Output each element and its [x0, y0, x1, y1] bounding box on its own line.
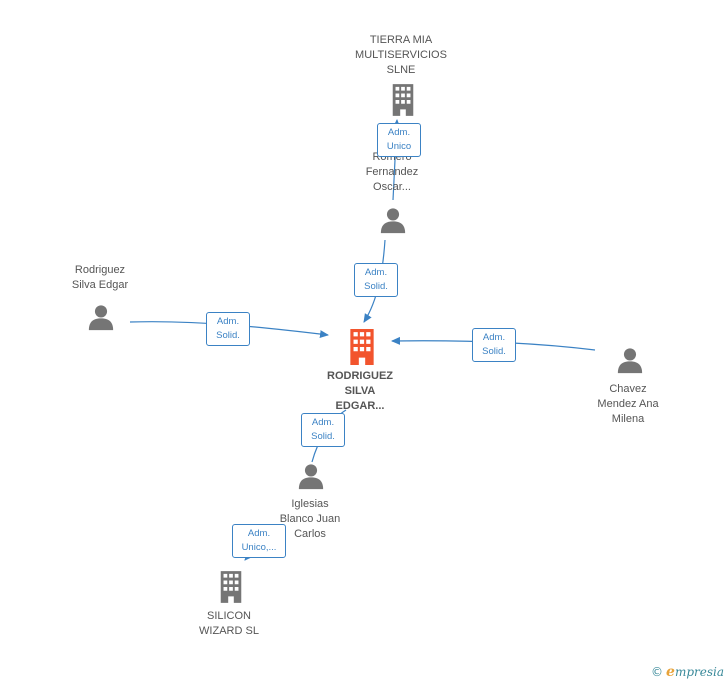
edge-badge-iglesias-main: Adm. Solid.	[301, 413, 345, 447]
person-icon[interactable]	[380, 208, 406, 234]
person-icon[interactable]	[298, 464, 324, 490]
node-label-main[interactable]: RODRIGUEZ SILVA EDGAR...	[327, 370, 393, 412]
edge-badge-rodriguez-main: Adm. Solid.	[206, 312, 250, 346]
brand-watermark: ©empresia	[651, 664, 724, 680]
node-label-tierra[interactable]: TIERRA MIA MULTISERVICIOS SLNE	[355, 34, 447, 76]
building-icon[interactable]	[220, 571, 242, 603]
brand-initial: e	[666, 664, 675, 680]
edge-badge-iglesias-silicon: Adm. Unico,...	[232, 524, 286, 558]
edge-badge-romero-tierra: Adm. Unico	[377, 123, 421, 157]
person-icon[interactable]	[617, 348, 643, 374]
node-label-silicon[interactable]: SILICON WIZARD SL	[199, 610, 259, 637]
copyright-symbol: ©	[651, 665, 664, 679]
node-label-rodriguez[interactable]: Rodriguez Silva Edgar	[71, 264, 129, 291]
building-icon[interactable]	[392, 84, 414, 116]
node-label-iglesias[interactable]: Iglesias Blanco Juan Carlos	[279, 498, 341, 540]
person-icon[interactable]	[88, 305, 114, 331]
edge-badge-romero-main: Adm. Solid.	[354, 263, 398, 297]
node-label-chavez[interactable]: Chavez Mendez Ana Milena	[597, 383, 659, 425]
brand-name: mpresia	[674, 665, 724, 679]
edge-badge-chavez-main: Adm. Solid.	[472, 328, 516, 362]
building-icon[interactable]	[350, 329, 374, 365]
